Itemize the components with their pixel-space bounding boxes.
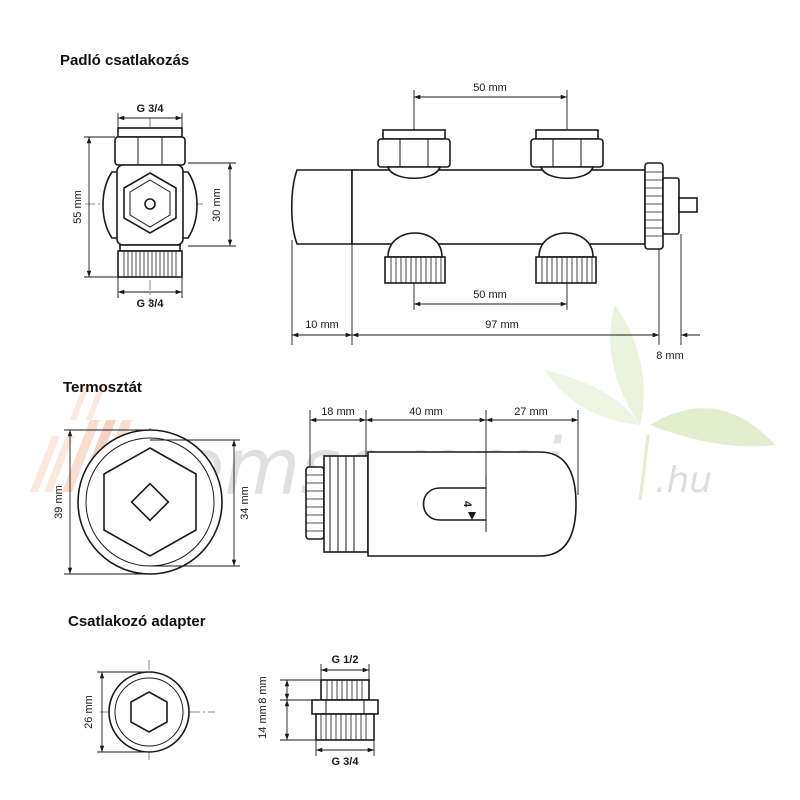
thermostat-side-view: 4 18 mm 40 mm 27 mm: [305, 406, 579, 557]
floor-front-body-height-label: 30 mm: [211, 188, 223, 222]
floor-front-thread-bottom-label: G 3/4: [137, 298, 165, 310]
thermostat-front-view: 39 mm 34 mm: [53, 428, 251, 575]
section-title-adapter: Csatlakozó adapter: [68, 613, 206, 630]
adapter-side-thread-bottom-label: G 3/4: [332, 756, 360, 768]
thermostat-seg2-label: 40 mm: [409, 406, 443, 418]
adapter-front-view: 26 mm: [83, 660, 215, 760]
floor-side-length-label: 97 mm: [485, 319, 519, 331]
section-title-thermostat: Termosztát: [63, 379, 142, 396]
floor-side-offset-label: 10 mm: [305, 319, 339, 331]
floor-side-top-nut-left: [377, 129, 451, 179]
floor-side-spacing-bottom-label: 50 mm: [473, 289, 507, 301]
floor-front-thread-top-label: G 3/4: [137, 103, 165, 115]
floor-side-bottom-spigot-right: [535, 232, 597, 284]
adapter-side-top-height-label: 8 mm: [257, 676, 269, 704]
watermark-tld: .hu: [655, 460, 712, 501]
floor-front-thread: [123, 251, 177, 277]
adapter-front-diameter-label: 26 mm: [83, 695, 95, 729]
adapter-side-bottom-height-label: 14 mm: [257, 705, 269, 739]
floor-front-view: G 3/4 G 3/4 55 mm 30 mm: [72, 103, 236, 310]
floor-side-bottom-spigot-left: [384, 232, 446, 284]
floor-front-height-label: 55 mm: [72, 190, 84, 224]
thermostat-scale-mark: 4: [461, 501, 473, 508]
thermostat-seg1-label: 18 mm: [321, 406, 355, 418]
thermostat-front-outer-label: 39 mm: [53, 485, 65, 519]
floor-side-view: 50 mm 50 mm 10 mm 97 mm 8 mm: [291, 82, 700, 362]
adapter-side-thread-top-label: G 1/2: [332, 654, 359, 666]
section-title-floor: Padló csatlakozás: [60, 52, 189, 69]
thermostat-front-inner-label: 34 mm: [239, 486, 251, 520]
floor-side-spacing-top-label: 50 mm: [473, 82, 507, 94]
adapter-side-view: G 1/2 G 3/4 8 mm 14 mm: [257, 654, 379, 768]
thermostat-seg3-label: 27 mm: [514, 406, 548, 418]
floor-side-end-width-label: 8 mm: [656, 350, 684, 362]
watermark-leaves: [545, 305, 775, 501]
